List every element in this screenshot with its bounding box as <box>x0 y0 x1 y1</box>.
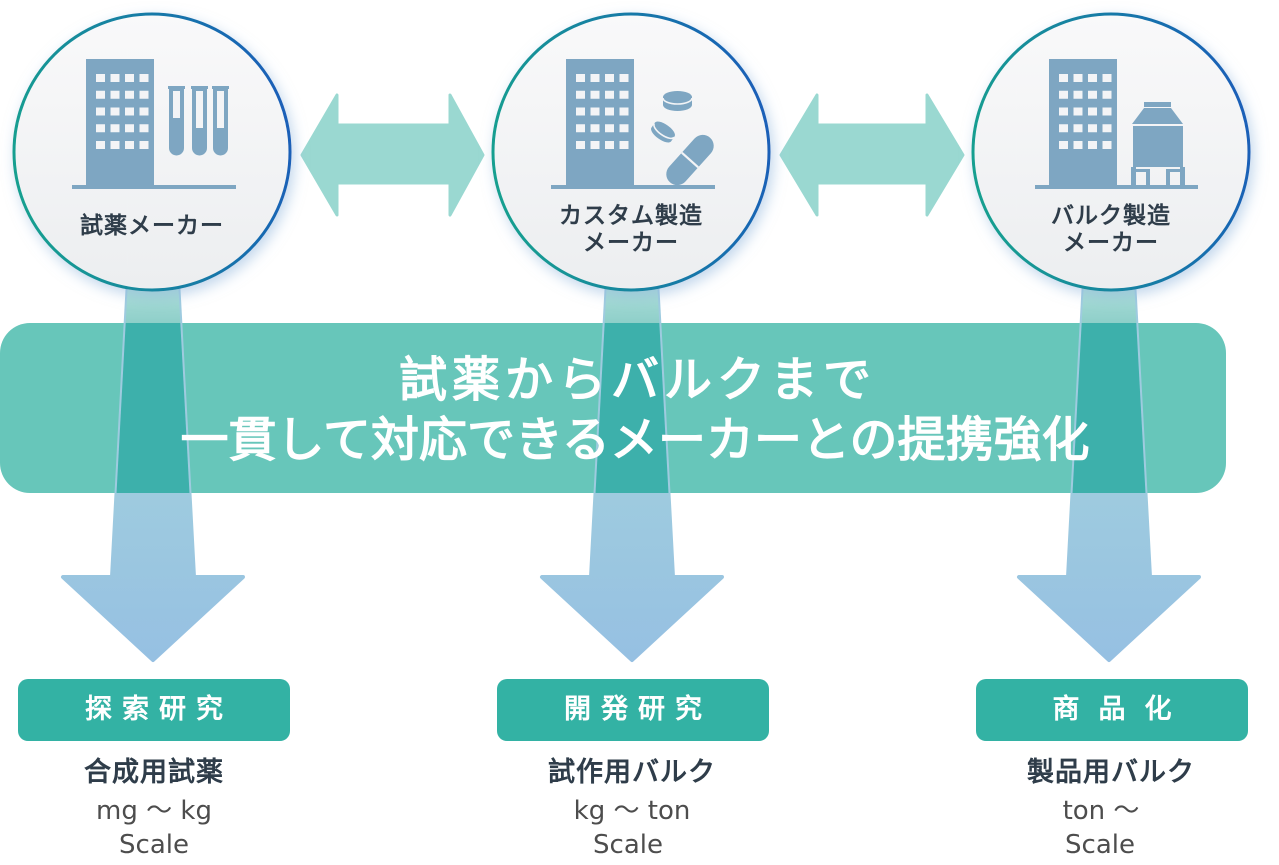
down-arrow-1 <box>61 278 245 662</box>
stage-3-product: 製品用バルク <box>1027 757 1195 788</box>
maker-label-2-line-2: メーカー <box>583 230 679 256</box>
capsule-icon <box>666 134 714 186</box>
down-arrow-2-stem-overlap <box>591 323 673 493</box>
down-arrow-3-stem-overlap <box>1068 323 1150 493</box>
building-icon <box>86 59 154 186</box>
bidirectional-arrow-1 <box>300 93 485 217</box>
stage-box-exploratory-research: 探索研究 <box>18 679 290 741</box>
tablet-icon <box>662 91 693 111</box>
banner-line-2: 一貫して対応できるメーカーとの提携強化 <box>180 412 1090 468</box>
maker-circle-3 <box>971 12 1251 292</box>
stage-2-scale-range: kg 〜 ton <box>573 796 691 826</box>
stage-1-product: 合成用試薬 <box>84 757 224 788</box>
maker-circle-1 <box>12 12 292 292</box>
building-tank-icon <box>1035 59 1198 189</box>
maker-label-3-line-1: バルク製造 <box>1051 203 1171 229</box>
ground-line <box>1035 185 1198 189</box>
stage-2-scale-word: Scale <box>593 830 663 860</box>
building-pills-icon <box>551 59 715 189</box>
stage-3-scale-range: ton 〜 <box>1062 796 1140 826</box>
building-test-tubes-icon <box>72 59 236 189</box>
stage-1-scale-word: Scale <box>119 830 189 860</box>
stage-box-development-research: 開発研究 <box>497 679 769 741</box>
banner-message: 試薬からバルクまで 一貫して対応できるメーカーとの提携強化 <box>22 350 1248 470</box>
stage-1-scale-range: mg 〜 kg <box>96 796 212 826</box>
bidirectional-arrow-2 <box>779 93 965 217</box>
stage-box-commercialization: 商品化 <box>976 679 1248 741</box>
down-arrow-1-stem-overlap <box>112 323 194 493</box>
stage-2-product: 試作用バルク <box>548 757 716 788</box>
storage-tank-icon <box>1131 102 1185 185</box>
stage-3-scale-word: Scale <box>1065 830 1135 860</box>
maker-label-3-line-2: メーカー <box>1063 230 1159 256</box>
banner-line-1: 試薬からバルクまで <box>398 352 876 408</box>
maker-label-2: カスタム製造 メーカー <box>511 203 751 257</box>
maker-label-1-line-1: 試薬メーカー <box>80 213 224 239</box>
maker-label-3: バルク製造 メーカー <box>991 203 1231 257</box>
down-arrow-2 <box>540 278 724 662</box>
building-icon <box>566 59 634 186</box>
building-icon <box>1049 59 1117 186</box>
maker-label-2-line-1: カスタム製造 <box>559 203 703 229</box>
test-tubes-icon <box>168 86 229 156</box>
maker-label-1: 試薬メーカー <box>32 213 272 240</box>
maker-circle-2 <box>491 12 771 292</box>
ground-line <box>72 185 236 189</box>
tablet-tilted-icon <box>651 121 675 143</box>
ground-line <box>551 185 715 189</box>
